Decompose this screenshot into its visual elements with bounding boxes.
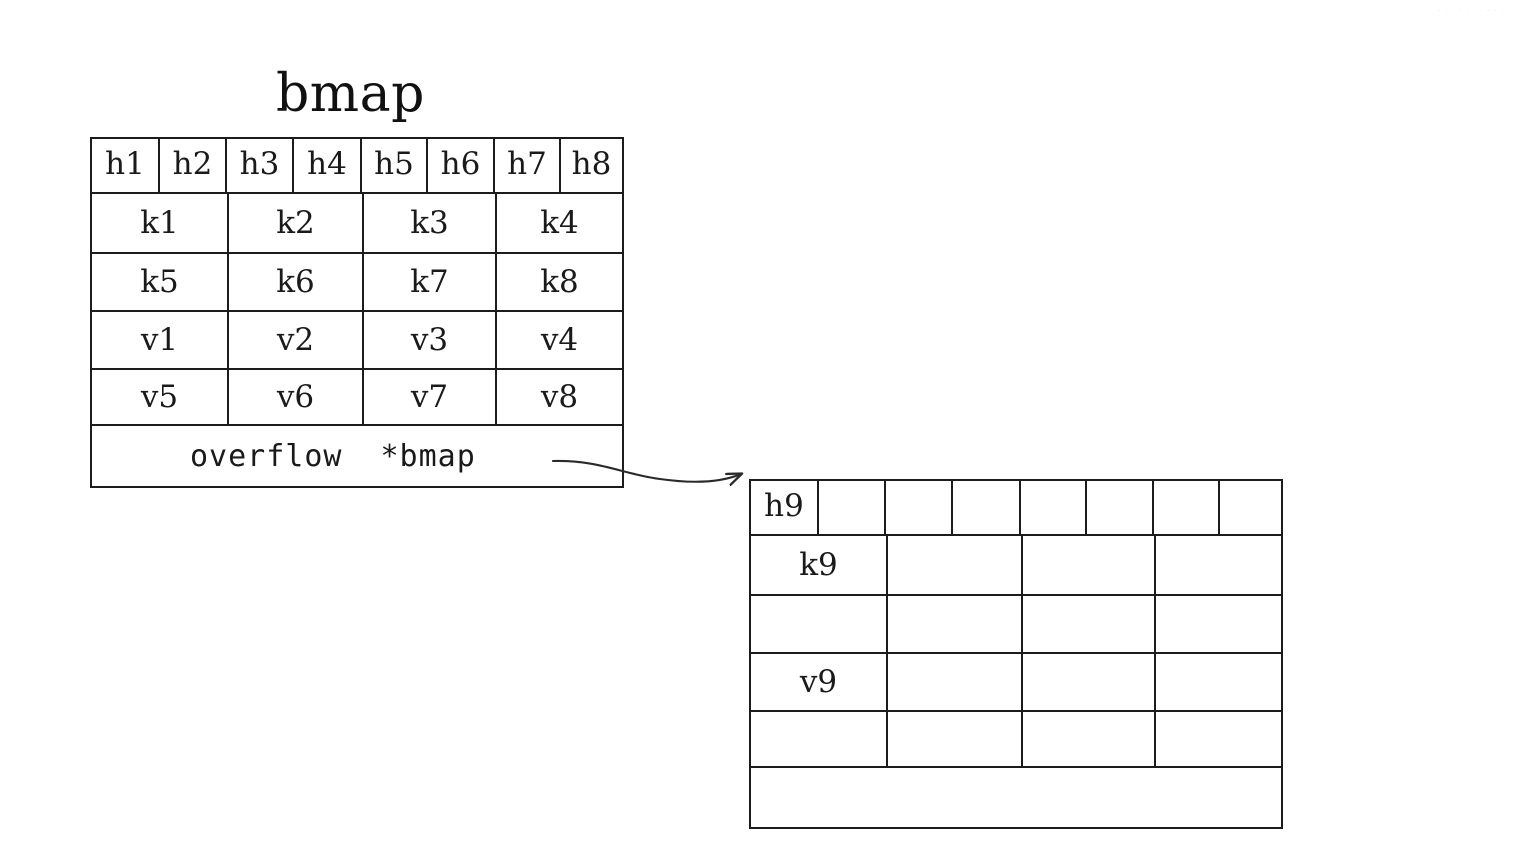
key-row-2-overflow	[751, 594, 1281, 654]
value-cell-empty-6	[888, 712, 1023, 766]
value-row-1-overflow: v9	[751, 654, 1281, 710]
key-cell-empty-4	[1156, 536, 1281, 594]
tophash-cell-h4: h4	[294, 139, 362, 192]
key-cell-k3: k3	[364, 194, 497, 252]
key-row-1-main: k1 k2 k3 k4	[92, 194, 622, 252]
tophash-row-main: h1 h2 h3 h4 h5 h6 h7 h8	[92, 139, 622, 194]
key-row-1-overflow: k9	[751, 536, 1281, 594]
key-cell-empty-6	[888, 596, 1023, 652]
bmap-bucket-main: h1 h2 h3 h4 h5 h6 h7 h8 k1 k2 k3 k4 k5 k…	[90, 137, 624, 488]
page-title: bmap	[276, 64, 425, 124]
tophash-cell-empty-3	[886, 481, 953, 534]
key-cell-k7: k7	[364, 254, 497, 310]
value-cell-v1: v1	[92, 312, 229, 368]
value-row-2-main: v5 v6 v7 v8	[92, 368, 622, 426]
tophash-cell-empty-4	[953, 481, 1021, 534]
value-cell-v6: v6	[229, 370, 364, 424]
tophash-row-overflow: h9	[751, 481, 1281, 536]
key-cell-k9: k9	[751, 536, 888, 594]
tophash-cell-h7: h7	[495, 139, 561, 192]
value-cell-v5: v5	[92, 370, 229, 424]
tophash-cell-empty-7	[1154, 481, 1220, 534]
value-cell-v7: v7	[364, 370, 497, 424]
top-right-artifact: · · · · · · · · · ·	[1437, 4, 1504, 17]
tophash-cell-h6: h6	[428, 139, 495, 192]
tophash-cell-h8: h8	[571, 146, 612, 182]
overflow-row-overflow	[751, 768, 1281, 827]
tophash-cell-h3: h3	[227, 139, 294, 192]
overflow-label: overflow	[190, 438, 343, 474]
key-row-2-main: k5 k6 k7 k8	[92, 252, 622, 312]
key-cell-empty-3	[1023, 536, 1156, 594]
value-cell-v9: v9	[751, 654, 888, 710]
value-cell-empty-2	[888, 654, 1023, 710]
tophash-cell-empty-2	[819, 481, 886, 534]
value-cell-empty-5	[751, 712, 888, 766]
tophash-cell-h9: h9	[751, 481, 819, 534]
tophash-cell-h1: h1	[92, 139, 160, 192]
key-cell-k2: k2	[229, 194, 364, 252]
key-cell-empty-8	[1156, 596, 1281, 652]
tophash-cell-h5: h5	[362, 139, 428, 192]
value-cell-v8: v8	[540, 378, 579, 415]
value-cell-empty-4	[1156, 654, 1281, 710]
key-cell-empty-7	[1023, 596, 1156, 652]
overflow-row-main: overflow *bmap	[92, 426, 622, 486]
overflow-pointer-label: *bmap	[380, 438, 476, 474]
key-cell-empty-5	[751, 596, 888, 652]
value-cell-v4: v4	[540, 321, 579, 358]
key-cell-k5: k5	[92, 254, 229, 310]
key-cell-empty-2	[888, 536, 1023, 594]
value-cell-v3: v3	[364, 312, 497, 368]
key-cell-k4: k4	[540, 204, 579, 241]
key-cell-k8: k8	[540, 263, 579, 300]
value-cell-empty-3	[1023, 654, 1156, 710]
tophash-cell-empty-6	[1087, 481, 1154, 534]
bmap-bucket-overflow: h9 k9 v9	[749, 479, 1283, 829]
value-row-1-main: v1 v2 v3 v4	[92, 312, 622, 368]
value-cell-empty-7	[1023, 712, 1156, 766]
value-cell-v2: v2	[229, 312, 364, 368]
tophash-cell-empty-5	[1021, 481, 1087, 534]
value-row-2-overflow	[751, 710, 1281, 768]
tophash-cell-empty-8	[1220, 481, 1281, 534]
tophash-cell-h2: h2	[160, 139, 227, 192]
value-cell-empty-8	[1156, 712, 1281, 766]
key-cell-k6: k6	[229, 254, 364, 310]
key-cell-k1: k1	[92, 194, 229, 252]
